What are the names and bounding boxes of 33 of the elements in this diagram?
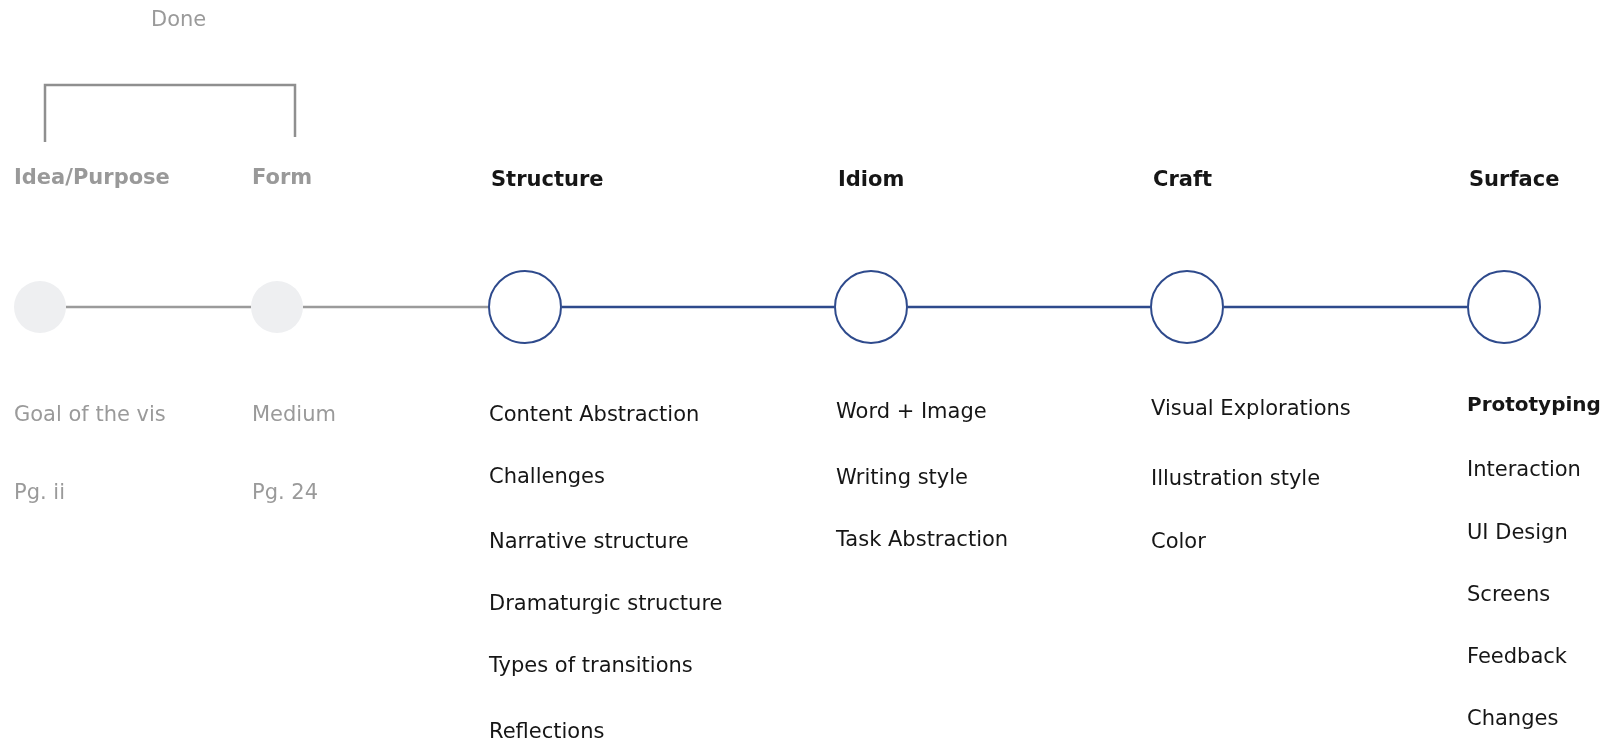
status-label: Done — [151, 6, 207, 32]
topic-item: Narrative structure — [489, 528, 689, 554]
topic-item: Dramaturgic structure — [489, 590, 723, 616]
topic-item: Writing style — [836, 464, 969, 490]
topic-item: Visual Explorations — [1151, 395, 1351, 421]
topic-item: Word + Image — [836, 398, 987, 424]
topic-item: Prototyping — [1467, 391, 1601, 417]
topic-item: Task Abstraction — [836, 526, 1009, 552]
topic-item: Feedback — [1467, 643, 1567, 669]
topic-item: Challenges — [489, 463, 605, 489]
topic-item: Goal of the vis — [14, 401, 166, 427]
topic-item: Color — [1151, 528, 1206, 554]
topic-item: Interaction — [1467, 456, 1581, 482]
topic-item: Screens — [1467, 581, 1551, 607]
phase-heading: Idiom — [838, 166, 905, 192]
topic-item: Types of transitions — [489, 652, 693, 678]
topic-item: Pg. 24 — [252, 479, 319, 505]
phase-heading: Craft — [1153, 166, 1213, 192]
topic-item: UI Design — [1467, 519, 1568, 545]
phase-heading: Structure — [491, 166, 604, 192]
topic-item: Changes — [1467, 705, 1559, 731]
topic-item: Pg. ii — [14, 479, 65, 505]
topic-item: Content Abstraction — [489, 401, 700, 427]
phase-heading: Form — [252, 164, 313, 190]
connector-line — [1224, 305, 1467, 309]
connector-line — [303, 305, 488, 309]
topic-item: Illustration style — [1151, 465, 1321, 491]
topic-item: Reflections — [489, 718, 605, 744]
connector-line — [562, 305, 834, 309]
topic-item: Medium — [252, 401, 336, 427]
phase-heading: Surface — [1469, 166, 1560, 192]
connector-line — [66, 305, 251, 309]
phase-heading: Idea/Purpose — [14, 164, 170, 190]
